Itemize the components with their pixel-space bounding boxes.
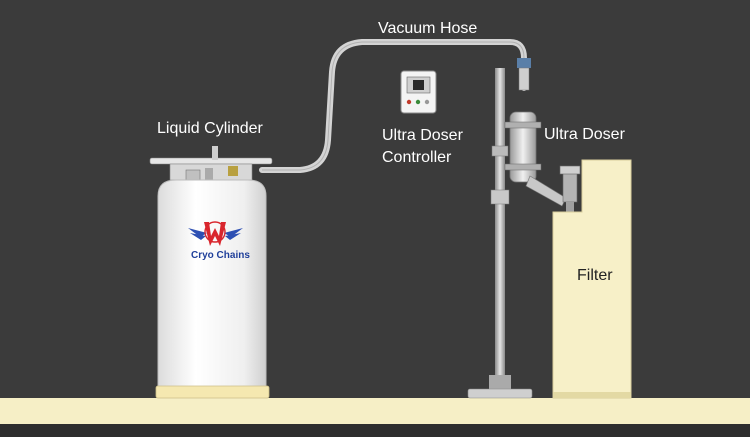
ultra-doser-label: Ultra Doser — [544, 126, 625, 143]
winged-w-logo-icon — [188, 221, 243, 246]
ultra-doser-unit — [504, 111, 581, 212]
ultra-doser-controller — [400, 70, 437, 114]
liquid-cylinder — [149, 146, 273, 399]
filter-label: Filter — [577, 267, 613, 284]
floor-shadow — [0, 424, 750, 437]
floor — [0, 398, 750, 424]
controller-label-line2: Controller — [382, 149, 452, 166]
controller-label-line1: Ultra Doser — [382, 127, 463, 144]
liquid-cylinder-label: Liquid Cylinder — [157, 120, 263, 137]
brand-name: Cryo Chains — [191, 250, 250, 261]
vacuum-hose-label: Vacuum Hose — [378, 20, 478, 37]
hose-coupling — [517, 58, 531, 68]
doser-stand — [467, 68, 533, 399]
